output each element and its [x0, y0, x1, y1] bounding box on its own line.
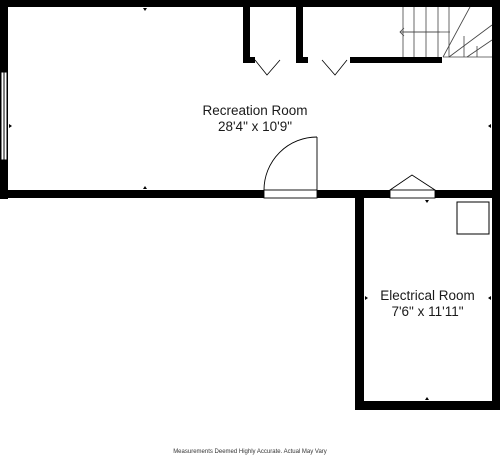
dimension-markers [9, 8, 491, 400]
wall-closet-bottom-b [296, 57, 308, 63]
wall-elec-top-right [435, 190, 500, 198]
recreation-door [263, 136, 318, 199]
wall-stair-bottom [350, 57, 442, 63]
wall-rec-bottom-right [317, 190, 365, 198]
electrical-room-label: Electrical Room 7'6" x 11'11" [365, 288, 490, 320]
wall-closet-bottom-a [243, 57, 255, 63]
wall-elec-left [355, 190, 364, 410]
closet-door-left [254, 59, 281, 76]
wall-right [492, 0, 500, 410]
recreation-room-label: Recreation Room 28'4" x 10'9" [170, 103, 340, 135]
closet-door-right [321, 59, 348, 76]
recreation-room-dimensions: 28'4" x 10'9" [217, 119, 293, 134]
wall-elec-top-left [355, 190, 390, 198]
electrical-room-name: Electrical Room [380, 288, 475, 303]
wall-closet-divider [296, 0, 303, 63]
measurement-disclaimer: Measurements Deemed Highly Accurate. Act… [173, 449, 327, 455]
electrical-door [389, 174, 436, 199]
walls [0, 0, 500, 410]
wall-elec-bottom [355, 401, 500, 410]
stair-arrow-icon [399, 27, 440, 37]
wall-closet-left [243, 0, 250, 63]
wall-rec-bottom-left [0, 190, 264, 198]
electrical-room-dimensions: 7'6" x 11'11" [391, 304, 464, 319]
window-left [0, 71, 8, 161]
electrical-panel [456, 201, 490, 235]
recreation-room-name: Recreation Room [202, 103, 308, 118]
